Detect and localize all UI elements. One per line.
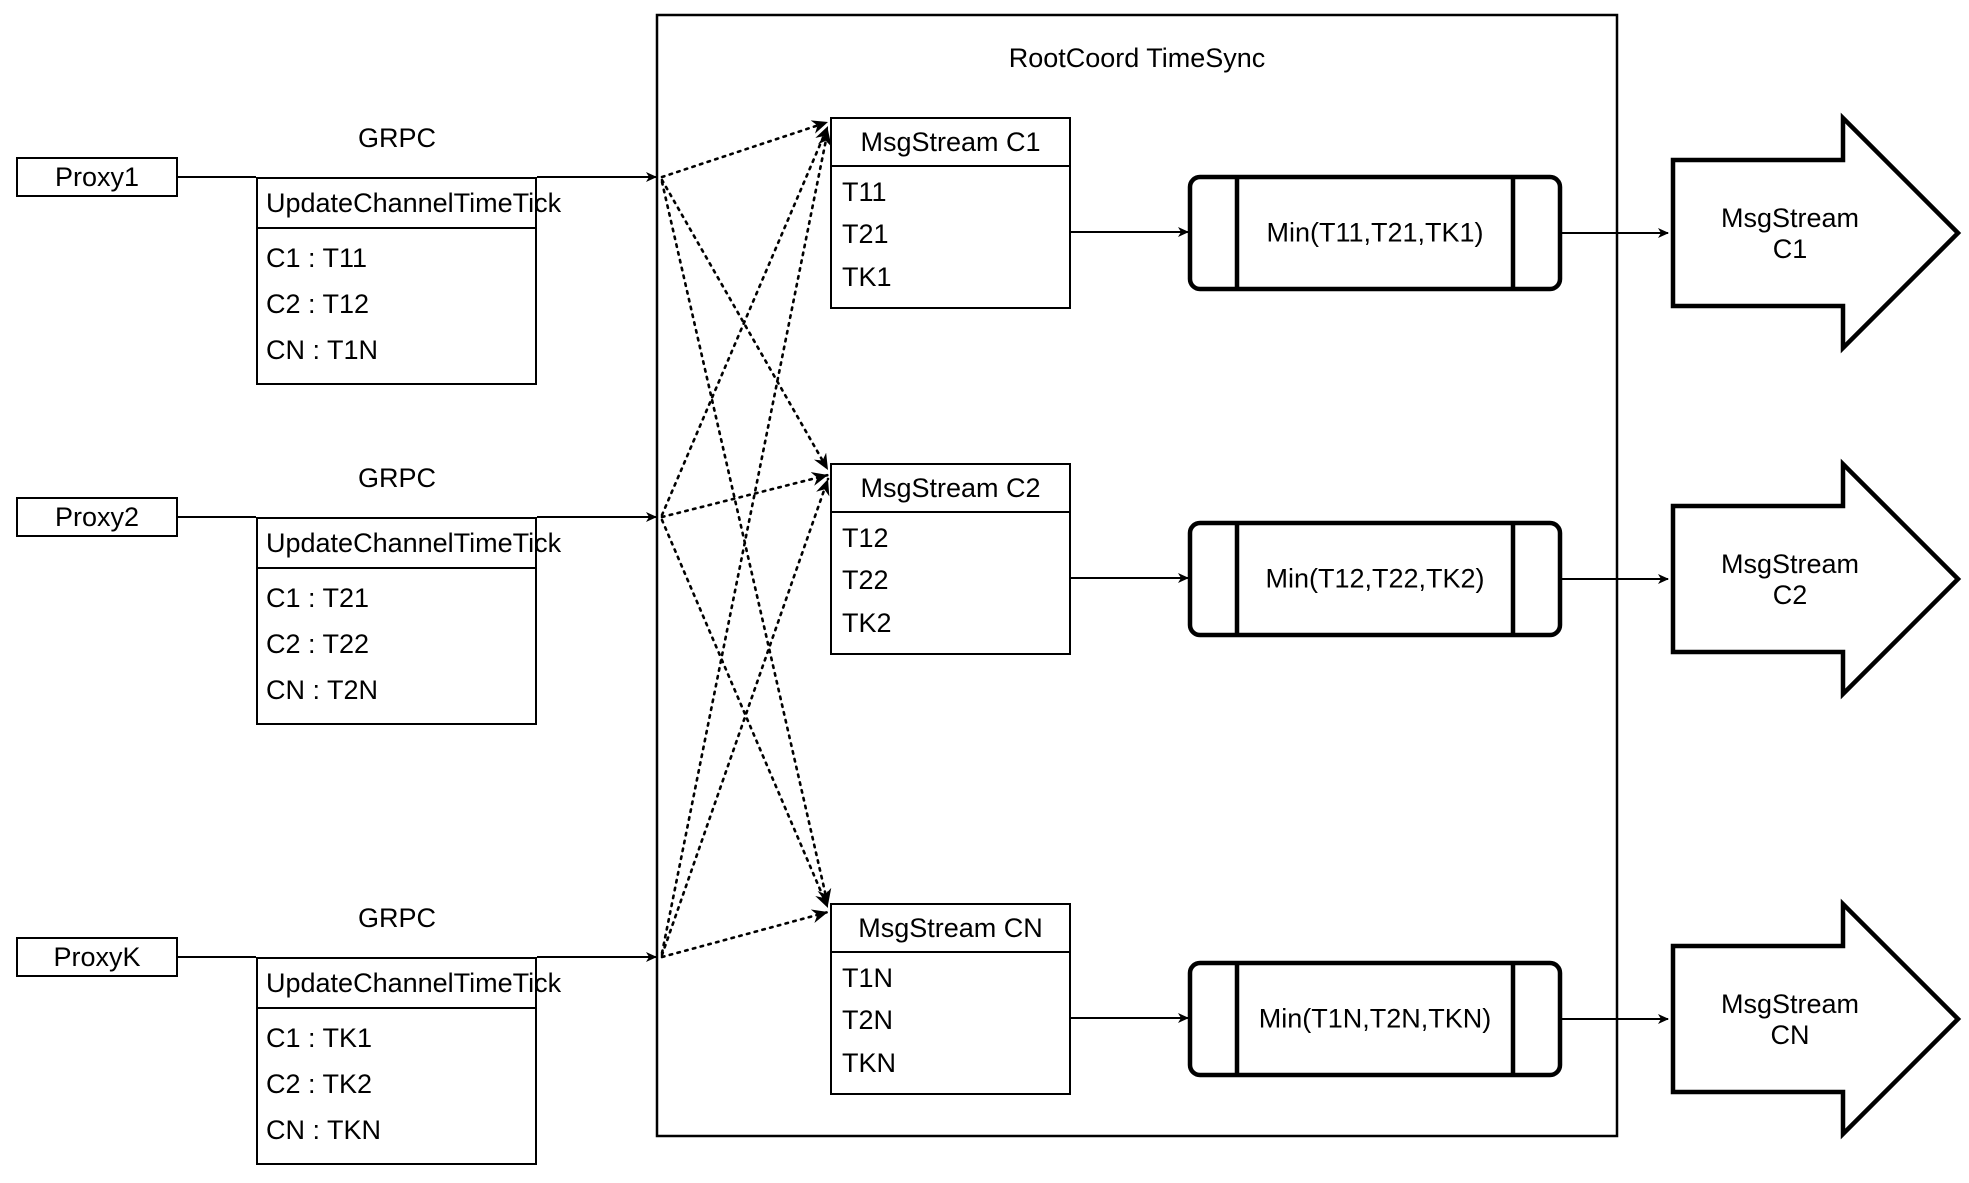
msgstream-entry: T1N [842,962,894,993]
output-arrow-label-3: MsgStream CN [1720,989,1860,1050]
min-label-2: Min(T12,T22,TK2) [1265,563,1485,594]
proxy-box-1[interactable]: Proxy1 [16,157,178,197]
uct-entry: C1 : TK1 [266,1022,373,1053]
uct-title-3: UpdateChannelTimeTick [258,959,561,1009]
uct-entry: C2 : T22 [266,628,370,659]
update-channel-timetick-box-2: UpdateChannelTimeTick C1 : T21 C2 : T22 … [256,517,561,725]
msgstream-entry: T21 [842,219,889,250]
msgstream-box-3: MsgStream CN T1N T2N TKN [830,903,1071,1095]
uct-title-2: UpdateChannelTimeTick [258,519,561,569]
uct-entry: C1 : T21 [266,582,370,613]
msgstream-box-2: MsgStream C2 T12 T22 TK2 [830,463,1071,655]
msgstream-title-2: MsgStream C2 [832,465,1069,513]
uct-entry: C2 : TK2 [266,1068,373,1099]
grpc-label-2: GRPC [357,463,437,493]
msgstream-entry: TKN [842,1048,896,1079]
output-arrow-label-2: MsgStream C2 [1720,549,1860,610]
uct-entry: CN : TKN [266,1114,382,1145]
msgstream-entry: TK1 [842,262,892,293]
msgstream-entry: T12 [842,522,889,553]
update-channel-timetick-box-3: UpdateChannelTimeTick C1 : TK1 C2 : TK2 … [256,957,561,1165]
msgstream-entries-1: T11 T21 TK1 [832,167,1069,307]
uct-entry: C2 : T12 [266,288,370,319]
msgstream-box-1: MsgStream C1 T11 T21 TK1 [830,117,1071,309]
proxy-box-2[interactable]: Proxy2 [16,497,178,537]
msgstream-title-3: MsgStream CN [832,905,1069,953]
msgstream-entry: T11 [842,176,887,207]
msgstream-entry: TK2 [842,608,892,639]
uct-entries-2: C1 : T21 C2 : T22 CN : T2N [258,569,535,723]
min-label-3: Min(T1N,T2N,TKN) [1258,1003,1492,1034]
update-channel-timetick-box-1: UpdateChannelTimeTick C1 : T11 C2 : T12 … [256,177,561,385]
msgstream-entries-2: T12 T22 TK2 [832,513,1069,653]
msgstream-entries-3: T1N T2N TKN [832,953,1069,1093]
uct-entries-1: C1 : T11 C2 : T12 CN : T1N [258,229,535,383]
dotted-fanout [660,120,832,959]
proxy-label-1: Proxy1 [54,161,140,192]
proxy-label-3: ProxyK [53,941,141,972]
msgstream-entry: T22 [842,565,889,596]
min-process-shapes [1187,174,1563,1078]
msgstream-title-1: MsgStream C1 [832,119,1069,167]
proxy-box-3[interactable]: ProxyK [16,937,178,977]
rootcoord-title: RootCoord TimeSync [1008,43,1266,73]
uct-entry: C1 : T11 [266,242,368,273]
output-arrow-label-1: MsgStream C1 [1720,203,1860,264]
uct-entries-3: C1 : TK1 C2 : TK2 CN : TKN [258,1009,535,1163]
proxy-label-2: Proxy2 [54,501,140,532]
min-label-1: Min(T11,T21,TK1) [1266,217,1484,248]
uct-entry: CN : T1N [266,334,379,365]
uct-title-1: UpdateChannelTimeTick [258,179,561,229]
grpc-label-1: GRPC [357,123,437,153]
output-block-arrows [1670,112,1962,1140]
msgstream-entry: T2N [842,1005,894,1036]
uct-entry: CN : T2N [266,674,379,705]
grpc-label-3: GRPC [357,903,437,933]
